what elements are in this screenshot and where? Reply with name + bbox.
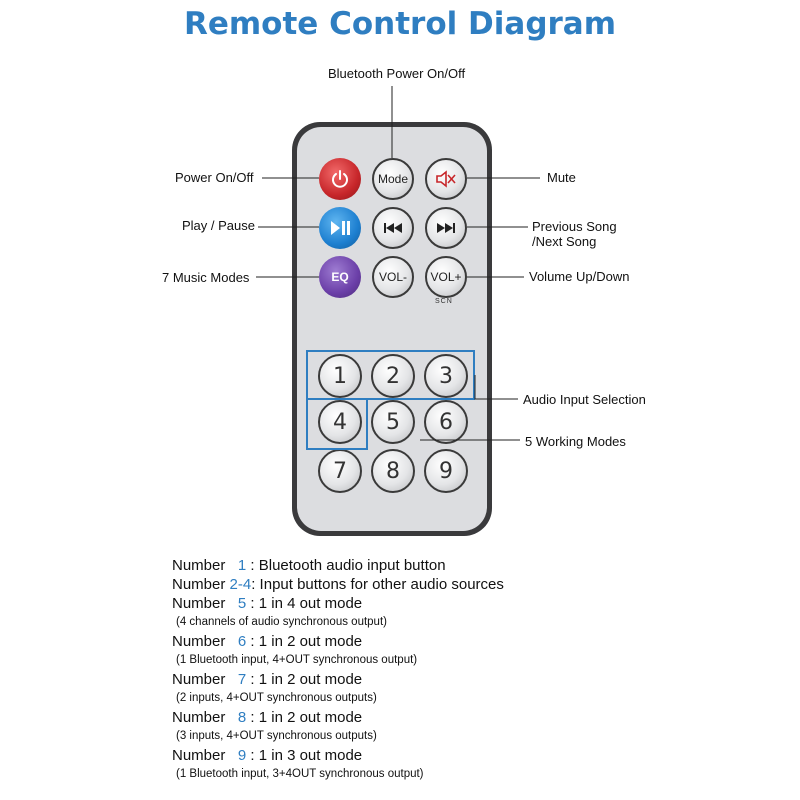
- next-icon: [437, 223, 455, 233]
- note-detail: (1 Bluetooth input, 4+OUT synchronous ou…: [176, 654, 418, 666]
- eq-button[interactable]: EQ: [319, 256, 361, 298]
- note-number: 9: [237, 747, 247, 764]
- note-line: Number 6 : 1 in 2 out mode: [172, 633, 363, 650]
- note-line: Number 7 : 1 in 2 out mode: [172, 671, 363, 688]
- note-number: 1: [237, 557, 247, 574]
- audio-input-highlight: [306, 350, 475, 400]
- button-notes: Number 1 : Bluetooth audio input button …: [172, 556, 504, 784]
- note-number: 8: [237, 709, 247, 726]
- note-line: Number 1 : Bluetooth audio input button: [172, 557, 446, 574]
- callout-mute: Mute: [547, 170, 576, 185]
- mode-button[interactable]: Mode: [372, 158, 414, 200]
- note-detail: (1 Bluetooth input, 3+4OUT synchronous o…: [176, 768, 424, 780]
- number-button-3[interactable]: 3: [424, 354, 468, 398]
- power-button[interactable]: [319, 158, 361, 200]
- working-mode-highlight: [306, 398, 368, 450]
- number-button-4[interactable]: 4: [318, 400, 362, 444]
- callout-play-pause: Play / Pause: [182, 218, 255, 233]
- note-line: Number 9 : 1 in 3 out mode: [172, 747, 363, 764]
- note-number: 2-4: [229, 576, 252, 593]
- volume-down-button[interactable]: VOL-: [372, 256, 414, 298]
- next-song-button[interactable]: [425, 207, 467, 249]
- callout-music-modes: 7 Music Modes: [162, 270, 250, 285]
- callout-volume: Volume Up/Down: [529, 269, 630, 284]
- callout-previous-song: Previous Song: [532, 219, 617, 234]
- scn-label: SCN: [435, 298, 453, 305]
- number-button-6[interactable]: 6: [424, 400, 468, 444]
- page-title: Remote Control Diagram: [183, 6, 617, 42]
- note-line: Number 8 : 1 in 2 out mode: [172, 709, 363, 726]
- note-line: Number 5 : 1 in 4 out mode: [172, 595, 363, 612]
- number-button-8[interactable]: 8: [371, 449, 415, 493]
- note-line: Number 2-4: Input buttons for other audi…: [172, 576, 504, 593]
- callout-working-modes: 5 Working Modes: [525, 434, 626, 449]
- number-button-5[interactable]: 5: [371, 400, 415, 444]
- note-number: 7: [237, 671, 247, 688]
- callout-audio-input: Audio Input Selection: [523, 392, 646, 407]
- number-button-2[interactable]: 2: [371, 354, 415, 398]
- number-button-7[interactable]: 7: [318, 449, 362, 493]
- mute-icon: [436, 170, 456, 188]
- previous-icon: [384, 223, 402, 233]
- power-icon: [332, 170, 348, 188]
- note-detail: (3 inputs, 4+OUT synchronous outputs): [176, 730, 377, 742]
- mute-button[interactable]: [425, 158, 467, 200]
- note-detail: (2 inputs, 4+OUT synchronous outputs): [176, 692, 377, 704]
- note-number: 6: [237, 633, 247, 650]
- previous-song-button[interactable]: [372, 207, 414, 249]
- number-button-9[interactable]: 9: [424, 449, 468, 493]
- callout-power: Power On/Off: [175, 170, 254, 185]
- volume-up-button[interactable]: VOL+: [425, 256, 467, 298]
- callout-next-song: /Next Song: [532, 234, 597, 249]
- note-number: 5: [237, 595, 247, 612]
- play-pause-button[interactable]: [319, 207, 361, 249]
- callout-bluetooth-power: Bluetooth Power On/Off: [328, 66, 466, 81]
- number-button-1[interactable]: 1: [318, 354, 362, 398]
- play-pause-icon: [331, 221, 350, 235]
- note-detail: (4 channels of audio synchronous output): [176, 616, 387, 628]
